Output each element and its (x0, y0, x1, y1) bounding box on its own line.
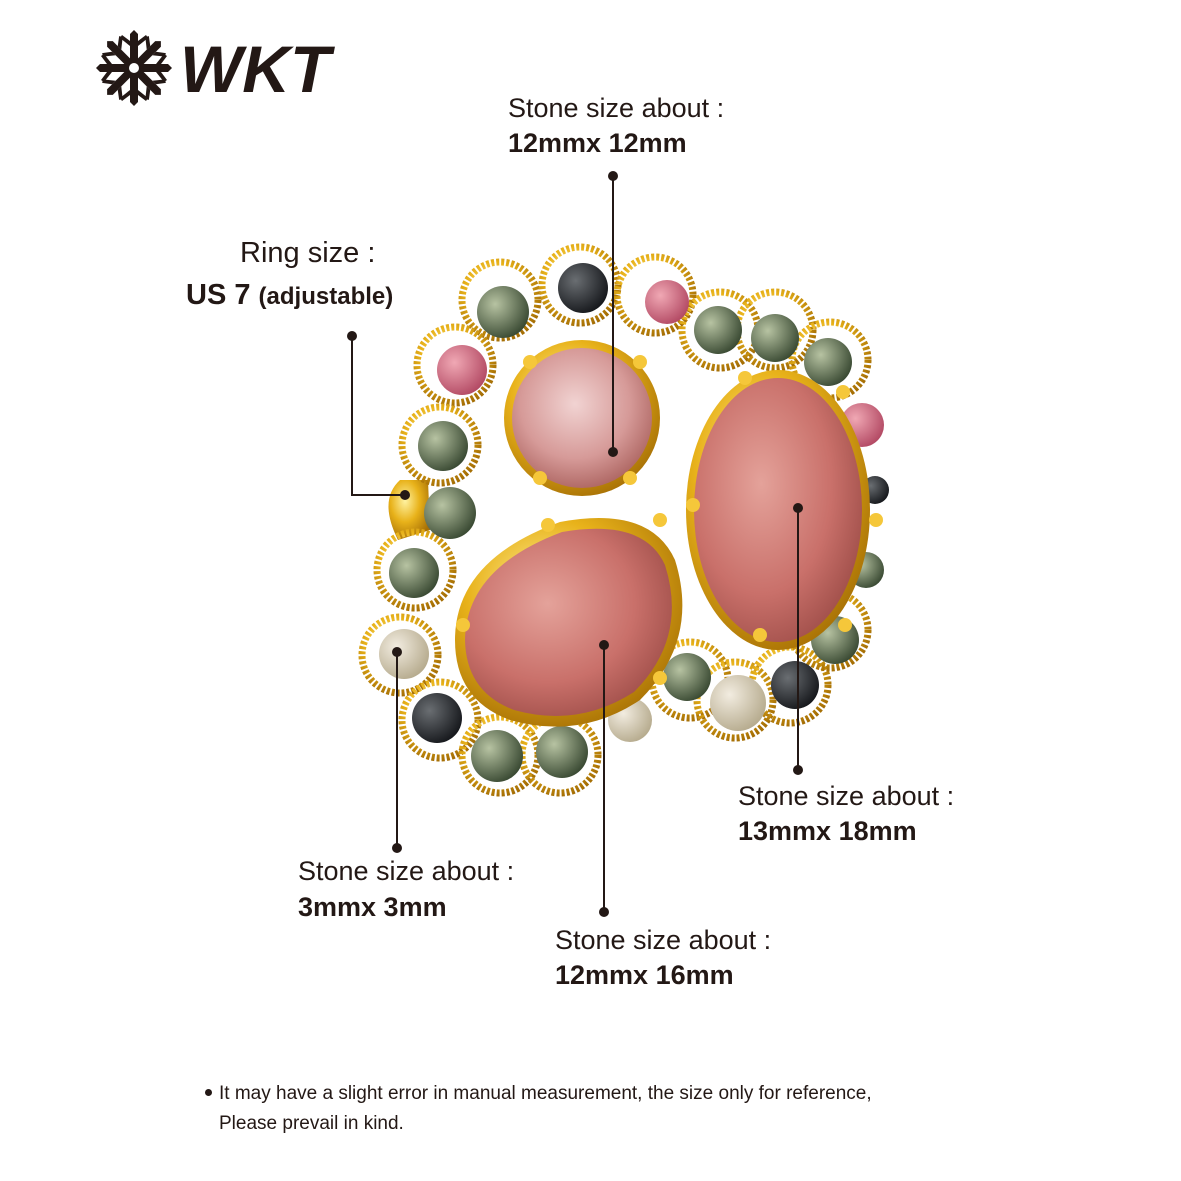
brand-logo: WKT (96, 28, 356, 108)
leader-lines (351, 176, 799, 912)
ring-size-main: US 7 (186, 279, 251, 311)
ring-size-value: US 7 (adjustable) (186, 279, 393, 312)
right-stone-size: 13mmx 18mm (738, 816, 917, 846)
round-strawberry-quartz (512, 348, 652, 488)
ring-size-note: (adjustable) (258, 283, 394, 310)
leader-dots (347, 171, 803, 917)
footnote-line-2: Please prevail in kind. (219, 1113, 404, 1134)
right-stone-title: Stone size about : (738, 781, 955, 811)
gold-prongs (456, 355, 883, 685)
oval-strawberry-quartz (694, 378, 862, 642)
pear-strawberry-quartz (465, 528, 672, 716)
logo-text: WKT (180, 32, 335, 106)
snowflake-logo-icon: WKT (96, 30, 335, 106)
footnote-line-1: It may have a slight error in manual mea… (219, 1083, 872, 1104)
center-stone-size: 12mmx 16mm (555, 960, 734, 990)
footnote-bullet (205, 1089, 212, 1096)
ring-size-title: Ring size : (240, 237, 376, 269)
top-stone-size: 12mmx 12mm (508, 128, 687, 158)
small-stone-title: Stone size about : (298, 856, 515, 886)
footnote: It may have a slight error in manual mea… (219, 1079, 872, 1139)
small-stone-size: 3mmx 3mm (298, 892, 447, 922)
center-stone-title: Stone size about : (555, 925, 772, 955)
top-stone-title: Stone size about : (508, 93, 725, 123)
